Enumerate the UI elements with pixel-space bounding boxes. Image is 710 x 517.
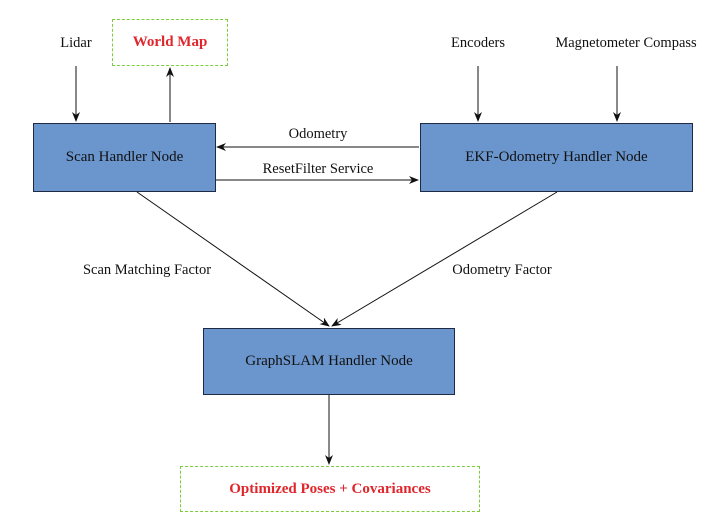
- graphslam-handler-label: GraphSLAM Handler Node: [245, 353, 413, 369]
- edge-reset-filter-label: ResetFilter Service: [262, 161, 374, 177]
- input-magnetometer-label: Magnetometer Compass: [555, 35, 697, 51]
- optimized-poses-label: Optimized Poses + Covariances: [229, 480, 431, 497]
- edge-odometry-label: Odometry: [288, 126, 348, 142]
- scan-handler-label: Scan Handler Node: [65, 149, 184, 165]
- world-map-output: World Map: [112, 19, 228, 66]
- arrow-odometry-factor: [331, 191, 558, 327]
- optimized-poses-output: Optimized Poses + Covariances: [180, 466, 480, 512]
- edge-odometry-factor-label: Odometry Factor: [452, 262, 552, 278]
- world-map-label: World Map: [132, 34, 208, 50]
- graphslam-handler-node: GraphSLAM Handler Node: [203, 328, 455, 395]
- input-encoders-label: Encoders: [451, 35, 505, 51]
- edge-scan-matching-factor-label: Scan Matching Factor: [82, 262, 212, 278]
- ekf-odometry-handler-node: EKF-Odometry Handler Node: [420, 123, 693, 192]
- input-lidar-label: Lidar: [60, 35, 92, 51]
- scan-handler-node: Scan Handler Node: [33, 123, 216, 192]
- ekf-handler-label: EKF-Odometry Handler Node: [465, 149, 648, 165]
- arrow-scan-matching-factor: [136, 191, 330, 327]
